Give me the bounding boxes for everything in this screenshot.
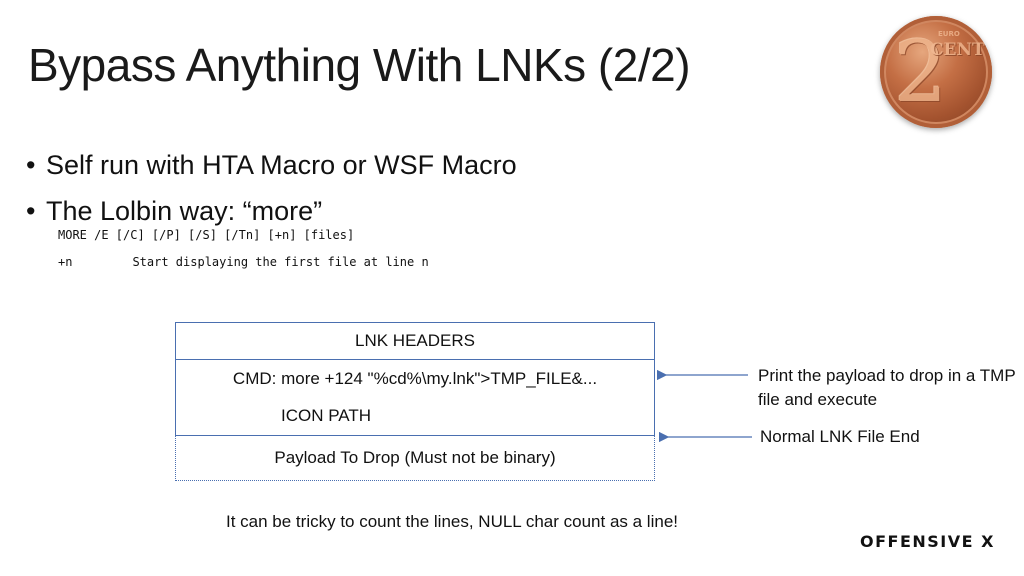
- bullet-item: •The Lolbin way: “more”: [26, 196, 323, 226]
- footer-note: It can be tricky to count the lines, NUL…: [226, 512, 678, 531]
- lnk-headers-label: LNK HEADERS: [355, 331, 475, 350]
- bullet-text: The Lolbin way: “more”: [46, 196, 323, 226]
- offensive-x-logo: OFFENSIVE X: [860, 532, 995, 551]
- icon-path-label: ICON PATH: [281, 406, 372, 425]
- annotation-print-payload: Print the payload to drop in a TMP file …: [758, 366, 1016, 409]
- cmd-box: CMD: more +124 "%cd%\my.lnk">TMP_FILE&..…: [175, 360, 655, 398]
- param-desc: Start displaying the first file at line …: [132, 255, 429, 269]
- more-syntax-line: MORE /E [/C] [/P] [/S] [/Tn] [+n] [files…: [58, 228, 355, 242]
- lnk-headers-box: LNK HEADERS: [175, 322, 655, 360]
- euro-coin-image: 2 EURO CENT: [880, 16, 992, 128]
- bullet-list: •Self run with HTA Macro or WSF Macro •T…: [26, 142, 517, 234]
- page-title: Bypass Anything With LNKs (2/2): [28, 39, 691, 91]
- more-param-line: +n Start displaying the first file at lin…: [58, 255, 429, 269]
- payload-label: Payload To Drop (Must not be binary): [274, 448, 556, 467]
- bullet-text: Self run with HTA Macro or WSF Macro: [46, 150, 517, 180]
- annotation-lnk-end: Normal LNK File End: [760, 427, 920, 446]
- param-name: +n: [58, 255, 73, 269]
- icon-path-box: ICON PATH: [175, 397, 655, 436]
- payload-box: Payload To Drop (Must not be binary): [175, 436, 655, 481]
- bullet-item: •Self run with HTA Macro or WSF Macro: [26, 150, 517, 180]
- cmd-label: CMD: more +124 "%cd%\my.lnk">TMP_FILE&..…: [232, 368, 598, 388]
